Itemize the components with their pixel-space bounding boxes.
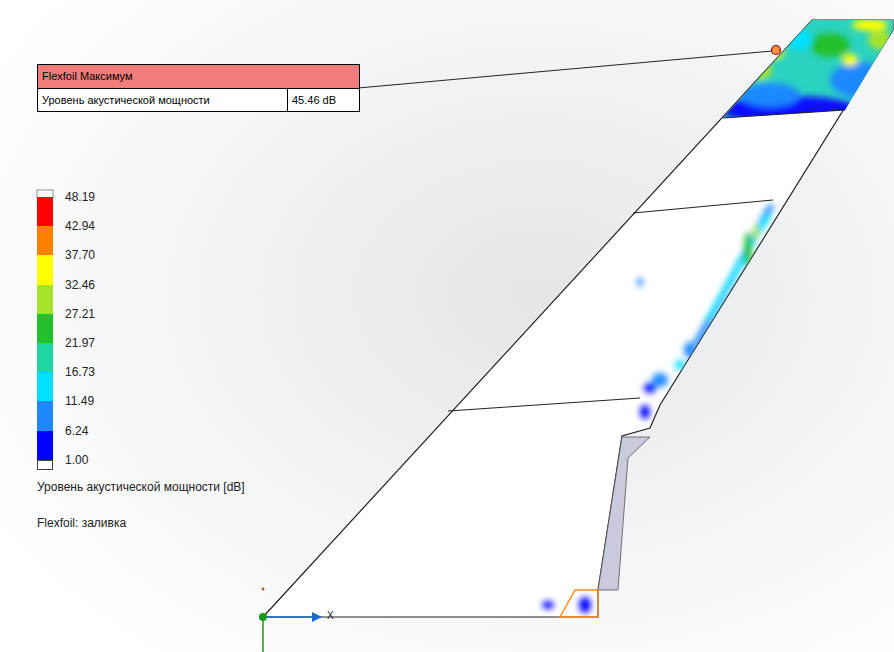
- scale-swatch: [37, 431, 53, 460]
- scale-value: 11.49: [65, 394, 94, 408]
- trailing-edge-contour: [542, 205, 775, 613]
- tip-contour: [720, 15, 894, 125]
- scale-title: Уровень акустической мощности [dB]: [37, 480, 245, 494]
- probe-marker: [772, 46, 781, 55]
- plot-name: Flexfoil: заливка: [37, 516, 126, 530]
- scale-swatch: [37, 197, 53, 226]
- parameter-value: 45.46 dB: [288, 89, 359, 111]
- scale-value: 21.97: [65, 336, 95, 350]
- scale-value: 16.73: [65, 365, 95, 379]
- scale-swatch: [37, 226, 53, 255]
- scale-value: 37.70: [65, 248, 95, 262]
- scale-value: 6.24: [65, 424, 88, 438]
- scale-swatch: [37, 372, 53, 401]
- axis-arrow: [312, 612, 322, 622]
- callout-table: Flexfoil МаксимумУровень акустической мо…: [37, 64, 360, 112]
- scale-swatch: [37, 460, 53, 470]
- callout-header: Flexfoil Максимум: [38, 65, 359, 89]
- scale-swatch: [37, 285, 53, 314]
- selected-face: [560, 590, 598, 617]
- scale-value: 27.21: [65, 307, 95, 321]
- axis-tick: [262, 588, 265, 591]
- axis-label: X: [327, 610, 334, 621]
- scale-value: 48.19: [65, 190, 95, 204]
- flap-surface: [598, 437, 650, 590]
- flap-edge: [650, 408, 660, 437]
- parameter-name: Уровень акустической мощности: [38, 89, 288, 111]
- origin-dot: [259, 613, 267, 621]
- scale-swatch: [37, 401, 53, 430]
- scale-swatch: [37, 314, 53, 343]
- scale-value: 1.00: [65, 453, 88, 467]
- section-line: [723, 110, 845, 118]
- axis-x: [263, 616, 316, 618]
- scale-swatch: [37, 255, 53, 284]
- leader-line: [358, 51, 772, 88]
- section-line: [448, 398, 640, 411]
- callout-row: Уровень акустической мощности45.46 dB: [38, 89, 359, 111]
- section-line: [633, 200, 773, 213]
- scale-swatch: [37, 343, 53, 372]
- scale-value: 32.46: [65, 278, 95, 292]
- scale-value: 42.94: [65, 219, 95, 233]
- axis-y: [262, 617, 264, 652]
